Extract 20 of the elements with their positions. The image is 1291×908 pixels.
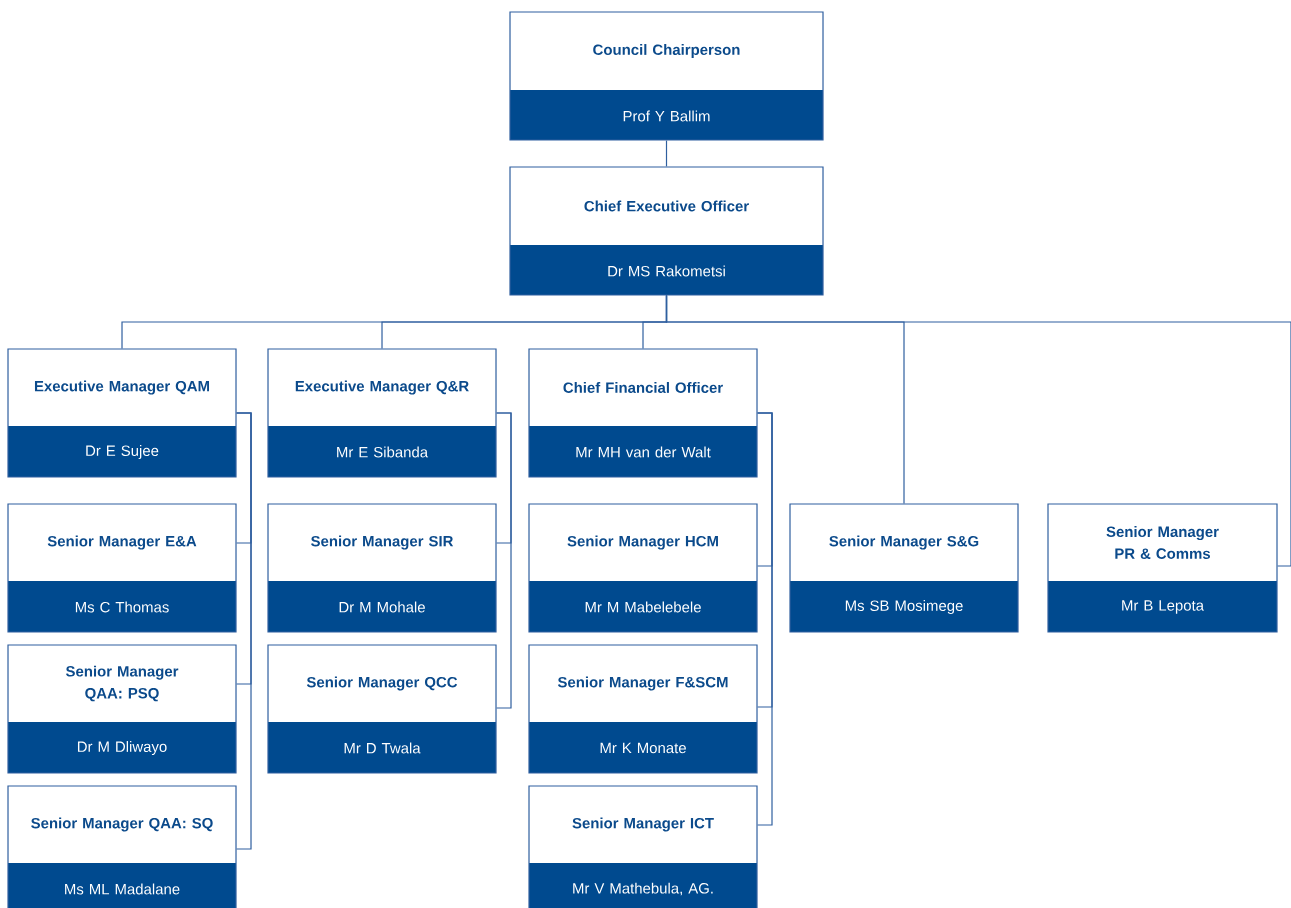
person-box: Senior Manager SIR Dr M Mohale bbox=[267, 503, 497, 633]
connector-line bbox=[665, 140, 668, 167]
person-box: Executive Manager QAM Dr E Sujee bbox=[7, 348, 237, 478]
person-box: Senior Manager QAA: PSQ Dr M Dliwayo bbox=[7, 644, 237, 774]
person-box: Chief Executive Officer Dr MS Rakometsi bbox=[509, 166, 824, 296]
person-box: Executive Manager Q&R Mr E Sibanda bbox=[267, 348, 497, 478]
connector-line bbox=[236, 412, 252, 850]
person-box: Chief Financial Officer Mr MH van der Walt bbox=[528, 348, 758, 478]
person-box: Senior Manager S&G Ms SB Mosimege bbox=[789, 503, 1019, 633]
person-box: Senior Manager QAA: SQ Ms ML Madalane bbox=[7, 785, 237, 908]
connector-line bbox=[757, 412, 773, 826]
person-box: Council Chairperson Prof Y Ballim bbox=[509, 11, 824, 141]
connector-line bbox=[496, 412, 512, 709]
person-box: Senior Manager PR & Comms Mr B Lepota bbox=[1047, 503, 1278, 633]
person-box: Senior Manager HCM Mr M Mabelebele bbox=[528, 503, 758, 633]
person-box: Senior Manager ICT Mr V Mathebula, AG. bbox=[528, 785, 758, 908]
person-box: Senior Manager QCC Mr D Twala bbox=[267, 644, 497, 774]
person-box: Senior Manager F&SCM Mr K Monate bbox=[528, 644, 758, 774]
connector-line bbox=[665, 295, 1291, 567]
person-box: Senior Manager E&A Ms C Thomas bbox=[7, 503, 237, 633]
